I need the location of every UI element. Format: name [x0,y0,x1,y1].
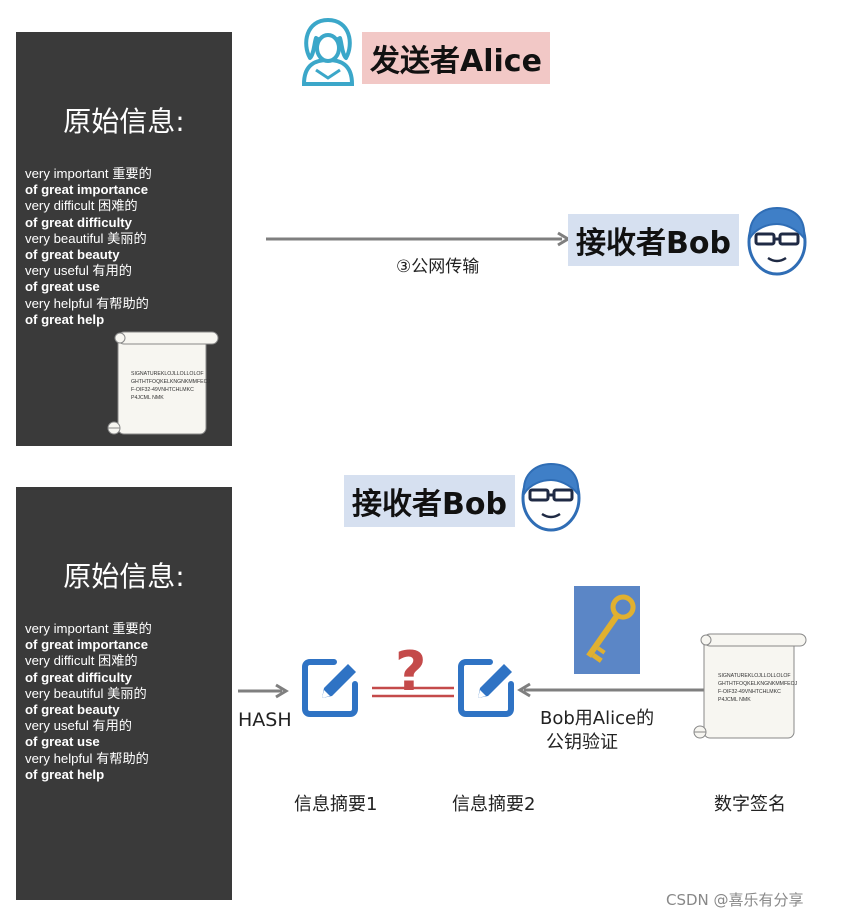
scroll-text-line: GHTHTFOQKELKNGNKMMFEOJ [718,681,798,687]
top-scroll-text: SIGNATUREKLOJLLOLLOLOF GHTHTFOQKELKNGNKMM… [131,370,210,402]
public-key-icon [574,586,640,674]
watermark: CSDN @喜乐有分享 [666,891,804,909]
receiver-bob-label-top: 接收者Bob [568,214,739,266]
hash-arrow [238,683,289,699]
message-line: of great beauty [25,247,120,263]
scroll-text-line: P4JCML NMK [131,395,164,401]
verify-arrow [517,682,706,698]
scroll-text-line: SIGNATUREKLOJLLOLLOLOF [131,371,204,377]
message-line: very useful 有用的 [25,718,132,734]
message-line: very beautiful 美丽的 [25,685,147,701]
message-line: very beautiful 美丽的 [25,230,147,246]
digest-1-edit-icon [302,659,358,717]
message-line: very helpful 有帮助的 [25,295,149,311]
transfer-label: ③公网传输 [396,257,480,277]
message-line: of great importance [25,637,149,653]
hash-label: HASH [238,709,292,731]
message-line: of great difficulty [25,214,132,230]
bob-avatar-icon-bottom [521,462,581,532]
digest-2-edit-icon [458,659,514,717]
message-line: very helpful 有帮助的 [25,750,149,766]
sender-alice-label: 发送者Alice [362,32,550,84]
question-mark: ? [395,640,427,703]
bob-avatar-icon-top [747,206,807,276]
message-line: very difficult 困难的 [25,198,138,214]
verify-label-line2: 公钥验证 [546,732,618,753]
bottom-scroll-text: SIGNATUREKLOJLLOLLOLOF GHTHTFOQKELKNGNKMM… [718,672,797,704]
message-line: of great importance [25,182,149,198]
digest-2-label: 信息摘要2 [452,794,536,815]
verify-label-line1: Bob用Alice的 [540,708,655,729]
scroll-text-line: F-OIF32-49VNHTCHLMKC [131,387,194,393]
receiver-bob-label-bottom: 接收者Bob [344,475,515,527]
scroll-text-line: F-OIF32-49VNHTCHLMKC [718,689,781,695]
scroll-text-line: GHTHTFOQKELKNGNKMMFEOJ [131,379,211,385]
alice-avatar-icon [301,18,355,86]
message-line: of great difficulty [25,669,132,685]
message-line: very difficult 困难的 [25,653,138,669]
message-line: of great help [25,766,105,782]
scroll-text-line: SIGNATUREKLOJLLOLLOLOF [718,673,791,679]
public-network-arrow [266,231,571,247]
message-line: of great use [25,734,100,750]
digital-signature-label: 数字签名 [714,794,786,815]
digest-1-label: 信息摘要1 [294,794,378,815]
bottom-signature-scroll [693,633,807,739]
bottom-panel-title: 原始信息: [63,560,185,593]
top-signature-scroll [107,331,219,435]
message-line: very important 重要的 [25,621,152,636]
mismatch-double-line [372,686,454,698]
message-line: very important 重要的 [25,166,152,181]
scroll-text-line: P4JCML NMK [718,697,751,703]
top-panel-title: 原始信息: [63,105,185,138]
message-line: of great use [25,279,100,295]
message-line: very useful 有用的 [25,263,132,279]
message-line: of great beauty [25,702,120,718]
message-line: of great help [25,311,105,327]
